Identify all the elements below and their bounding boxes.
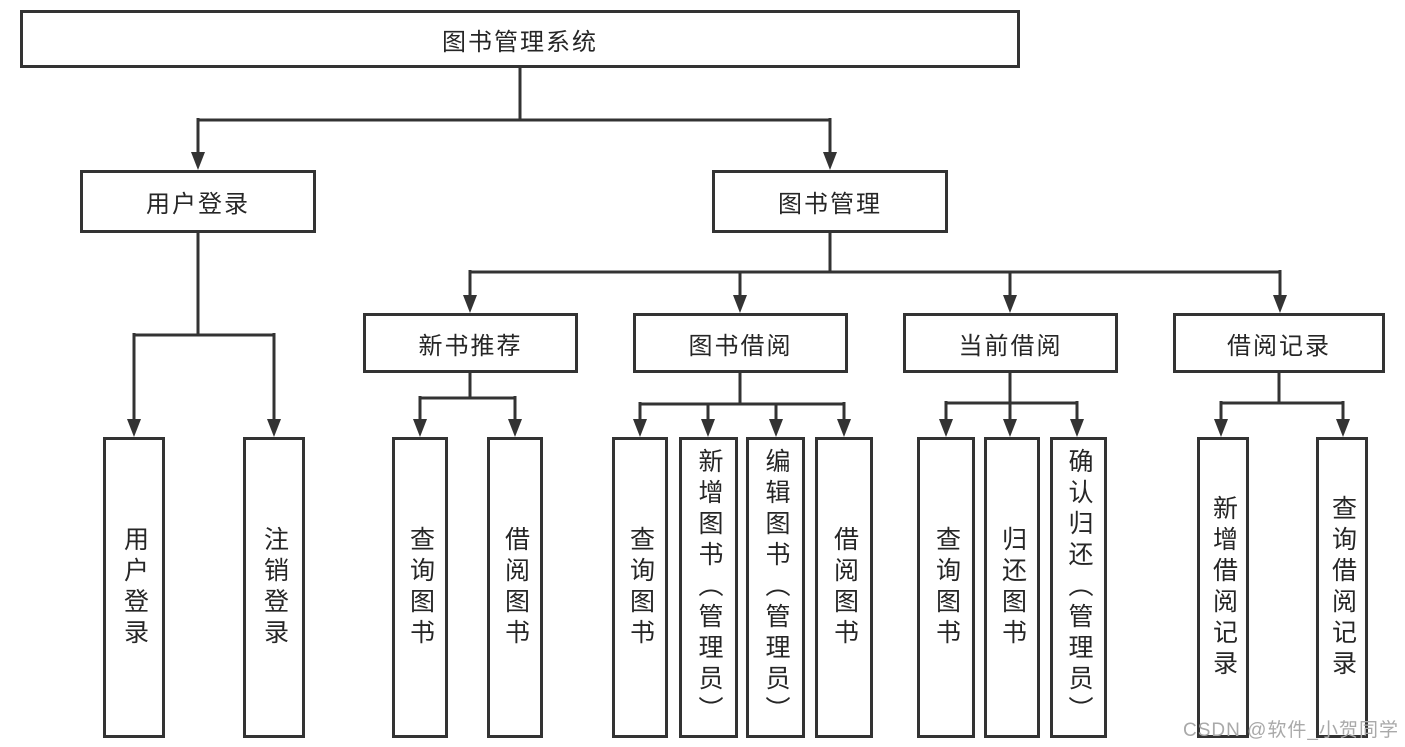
leaf-records-query-label: 查询借阅记录	[1328, 494, 1357, 681]
leaf-borrow-add: 新增图书（管理员）	[679, 437, 738, 738]
leaf-current-confirm-label: 确认归还（管理员）	[1065, 448, 1093, 727]
leaf-current-return: 归还图书	[984, 437, 1040, 738]
leaf-records-add: 新增借阅记录	[1197, 437, 1249, 738]
node-user-login-label: 用户登录	[146, 191, 250, 218]
leaf-newbook-borrow-label: 借阅图书	[501, 525, 530, 650]
node-current-borrow-label: 当前借阅	[958, 332, 1063, 360]
leaf-current-query: 查询图书	[917, 437, 975, 738]
node-root: 图书管理系统	[20, 10, 1020, 68]
leaf-borrow-add-label: 新增图书（管理员）	[695, 448, 723, 727]
leaf-borrow-query-label: 查询图书	[626, 525, 655, 650]
node-new-book-label: 新书推荐	[418, 332, 523, 360]
leaf-current-return-label: 归还图书	[998, 525, 1027, 650]
csdn-watermark: CSDN @软件_小贺同学	[1183, 720, 1399, 741]
node-root-label: 图书管理系统	[442, 28, 598, 56]
leaf-user-login: 用户登录	[103, 437, 165, 738]
leaf-logout: 注销登录	[243, 437, 305, 738]
leaf-newbook-borrow: 借阅图书	[487, 437, 543, 738]
leaf-user-login-label: 用户登录	[120, 525, 149, 650]
leaf-records-add-label: 新增借阅记录	[1209, 494, 1238, 681]
leaf-current-confirm: 确认归还（管理员）	[1050, 437, 1107, 738]
leaf-borrow-book: 借阅图书	[815, 437, 873, 738]
node-book-mgmt-label: 图书管理	[778, 191, 882, 218]
node-user-login: 用户登录	[80, 170, 316, 233]
leaf-borrow-book-label: 借阅图书	[830, 525, 859, 650]
leaf-current-query-label: 查询图书	[932, 525, 961, 650]
leaf-borrow-query: 查询图书	[612, 437, 668, 738]
node-current-borrow: 当前借阅	[903, 313, 1118, 373]
leaf-records-query: 查询借阅记录	[1316, 437, 1368, 738]
leaf-logout-label: 注销登录	[260, 525, 289, 650]
node-borrow-records-label: 借阅记录	[1227, 332, 1331, 360]
leaf-borrow-edit-label: 编辑图书（管理员）	[762, 448, 790, 727]
leaf-newbook-query-label: 查询图书	[406, 525, 435, 650]
leaf-borrow-edit: 编辑图书（管理员）	[746, 437, 805, 738]
node-book-mgmt: 图书管理	[712, 170, 948, 233]
node-book-borrow: 图书借阅	[633, 313, 848, 373]
node-borrow-records: 借阅记录	[1173, 313, 1385, 373]
node-new-book: 新书推荐	[363, 313, 578, 373]
node-book-borrow-label: 图书借阅	[688, 332, 793, 360]
leaf-newbook-query: 查询图书	[392, 437, 448, 738]
